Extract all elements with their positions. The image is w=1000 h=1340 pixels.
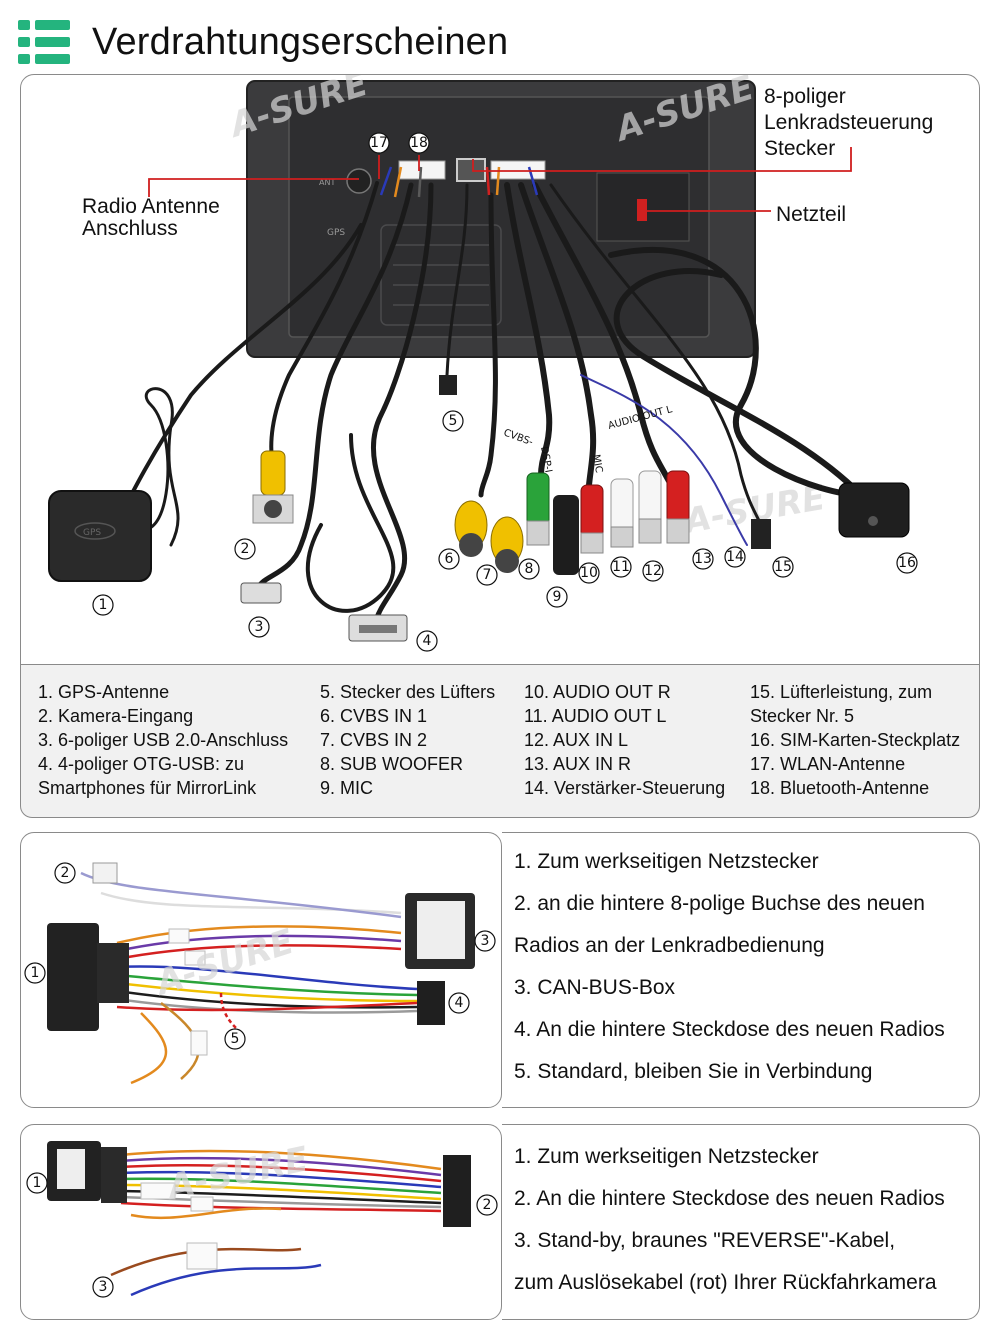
marker-7: 7: [483, 567, 492, 583]
marker-13: 13: [694, 551, 712, 567]
marker-11: 11: [612, 559, 630, 575]
gps-cable: [119, 223, 363, 517]
h2-marker-2: 2: [483, 1197, 492, 1213]
radio-antenna-callout: Radio Antenne Anschluss: [82, 195, 220, 240]
svg-text:GPS: GPS: [83, 528, 101, 538]
steering-callout: 8-poliger Lenkradsteuerung Stecker: [764, 85, 934, 160]
otg-cable: [370, 182, 434, 623]
power-harness-panel: A-SURE 1 2 3: [20, 1124, 502, 1320]
rear-power-socket: [443, 1155, 471, 1227]
h1-marker-1: 1: [31, 965, 40, 981]
marker-9: 9: [553, 589, 562, 605]
canbus-harness-panel: A-SURE 2 1 3 4 5: [20, 832, 502, 1108]
power-callout: Netzteil: [776, 203, 847, 226]
list-icon: [18, 20, 70, 64]
ant-socket-label: ANT: [319, 178, 335, 187]
marker-14: 14: [726, 549, 744, 565]
radio-wiring-panel: GPS ANT A-SURE A-SURE A-SURE: [20, 74, 980, 666]
usb-connector-6pin: [240, 582, 282, 604]
marker-5: 5: [449, 413, 458, 429]
marker-4: 4: [423, 633, 432, 649]
power-instructions-panel: [502, 1124, 980, 1320]
power-harness-diagram: A-SURE 1 2 3: [26, 1139, 498, 1298]
canbus-instructions-panel: [502, 832, 980, 1108]
h2-instruction: 2. An die hintere Steckdose des neuen Ra…: [514, 1187, 945, 1210]
h1-marker-4: 4: [455, 995, 464, 1011]
fan-power-connector: [751, 519, 771, 549]
steering-leader: [472, 147, 852, 172]
marker-18: 18: [410, 135, 428, 151]
header: Verdrahtungserscheinen: [18, 16, 508, 68]
h2-marker-1: 1: [33, 1175, 42, 1191]
steering-plug: [92, 862, 118, 884]
gps-socket-label: GPS: [327, 228, 345, 238]
radio-antenna-leader: [148, 178, 359, 197]
camera-cable: [269, 181, 379, 467]
marker-10: 10: [580, 565, 598, 581]
h2-instruction: zum Auslösekabel (rot) Ihrer Rückfahrkam…: [514, 1271, 937, 1294]
dsp-label: DSP-I: [538, 446, 553, 474]
radio-wiring-diagram: GPS ANT A-SURE A-SURE A-SURE: [48, 75, 918, 652]
canbus-harness-diagram: A-SURE 2 1 3 4 5: [24, 862, 496, 1085]
h1-instruction: 2. an die hintere 8-polige Buchse des ne…: [514, 892, 925, 915]
gps-antenna-device: [48, 490, 152, 582]
rca-connectors: [454, 470, 690, 575]
sim-card-slot: [838, 482, 910, 538]
factory-connector: [47, 923, 99, 1031]
rear-socket-connector: [417, 981, 445, 1025]
marker-1: 1: [99, 597, 108, 613]
antenna-socket: [346, 168, 372, 194]
rca-bundle-cable: [504, 182, 553, 478]
marker-3: 3: [255, 619, 264, 635]
marker-12: 12: [644, 563, 662, 579]
sim-cable: [549, 183, 763, 527]
h1-instruction: 5. Standard, bleiben Sie in Verbindung: [514, 1060, 873, 1083]
usb-cable: [254, 182, 414, 593]
number-markers: 17 18 1 2 3 4 5 6 7 8 9 10 11 12 13 14 1…: [92, 132, 918, 652]
watermark: A-SURE: [162, 1139, 312, 1208]
marker-15: 15: [774, 559, 792, 575]
page-title: Verdrahtungserscheinen: [92, 20, 509, 63]
fan-connector: [439, 375, 457, 395]
mic-label: MIC: [590, 454, 604, 474]
power-socket-marker: [637, 199, 647, 221]
fan-cable: [445, 183, 469, 377]
h2-instruction: 3. Stand-by, braunes "REVERSE"-Kabel,: [514, 1229, 896, 1252]
camera-rca-yellow: [260, 450, 286, 496]
h1-instruction: 1. Zum werkseitigen Netzstecker: [514, 850, 819, 873]
marker-6: 6: [445, 551, 454, 567]
marker-8: 8: [525, 561, 534, 577]
h1-instruction: 4. An die hintere Steckdose des neuen Ra…: [514, 1018, 945, 1041]
h1-instruction: 3. CAN-BUS-Box: [514, 976, 676, 999]
marker-16: 16: [898, 555, 916, 571]
legend-panel: [20, 664, 980, 818]
h1-marker-5: 5: [231, 1031, 240, 1047]
h2-instruction: 1. Zum werkseitigen Netzstecker: [514, 1145, 819, 1168]
marker-17: 17: [370, 135, 388, 151]
cvbs-label: CVBS-: [502, 427, 535, 448]
h2-marker-3: 3: [99, 1279, 108, 1295]
h1-instruction: Radios an der Lenkradbedienung: [514, 934, 825, 957]
h1-marker-3: 3: [481, 933, 490, 949]
marker-2: 2: [241, 541, 250, 557]
h1-marker-2: 2: [61, 865, 70, 881]
